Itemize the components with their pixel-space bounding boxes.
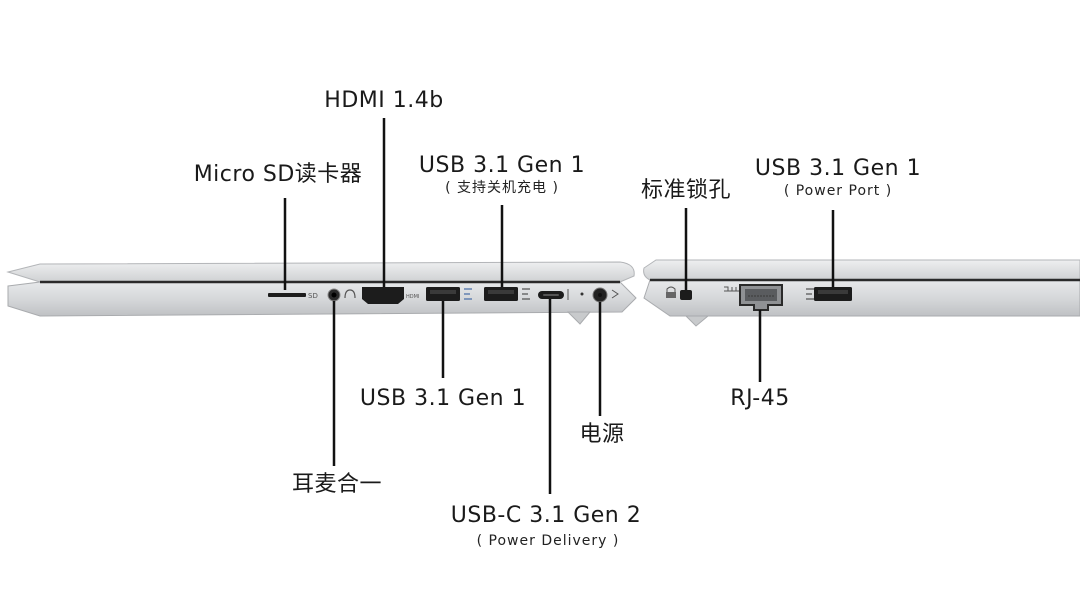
- label-micro-sd: Micro SD读卡器: [193, 162, 363, 187]
- usb-c-tongue: [543, 294, 559, 296]
- charging-usb-icon: [522, 288, 530, 300]
- label-power: 电源: [579, 422, 625, 447]
- label-lock: 标准锁孔: [640, 178, 732, 203]
- ss-usb-icon-2: [806, 288, 814, 300]
- headset-icon: [344, 289, 356, 299]
- right-foot: [684, 315, 710, 327]
- ss-usb-icon-1: [464, 288, 472, 300]
- label-usb-left: USB 3.1 Gen 1: [359, 386, 527, 411]
- network-icon: [724, 286, 740, 292]
- label-hdmi: HDMI 1.4b: [324, 88, 444, 113]
- label-usbc-sub: ( Power Delivery ): [476, 533, 620, 549]
- right-base: [643, 279, 1080, 317]
- usb-a-port-1-tongue: [430, 290, 456, 294]
- label-usb-charge-title: USB 3.1 Gen 1: [418, 153, 586, 178]
- power-connector-pin: [598, 293, 602, 297]
- audio-jack-hole: [331, 292, 337, 298]
- hdmi-port: [362, 287, 404, 304]
- callout-lines: [283, 118, 835, 494]
- security-lock-slot: [680, 290, 692, 300]
- rj45-inner: [745, 289, 777, 301]
- label-usb-power-title: USB 3.1 Gen 1: [754, 156, 922, 181]
- lock-icon-body: [666, 292, 676, 298]
- label-usb-power-sub: ( Power Port ): [783, 183, 893, 199]
- laptop-left-side: [6, 261, 637, 325]
- usb-a-port-2-tongue: [488, 290, 514, 294]
- lock-icon: [666, 286, 676, 293]
- label-rj45: RJ-45: [730, 386, 790, 411]
- ports-right: [666, 284, 852, 311]
- power-icon: [611, 289, 619, 299]
- left-foot: [566, 311, 592, 325]
- label-usbc-title: USB-C 3.1 Gen 2: [450, 503, 642, 528]
- sd-mark: SD: [308, 292, 318, 300]
- ports-left: SD HDMI: [268, 287, 619, 304]
- label-usb-charge-sub: ( 支持关机充电 ): [445, 180, 559, 196]
- micro-sd-slot: [268, 293, 306, 297]
- power-led: [580, 292, 584, 296]
- left-base: [7, 281, 637, 317]
- laptop-right-side: [643, 259, 1080, 327]
- right-lid: [643, 259, 1080, 281]
- hdmi-mark: HDMI: [406, 294, 419, 300]
- left-lid: [6, 261, 635, 283]
- usb-a-port-3-tongue: [818, 290, 848, 294]
- label-audio: 耳麦合一: [291, 472, 383, 497]
